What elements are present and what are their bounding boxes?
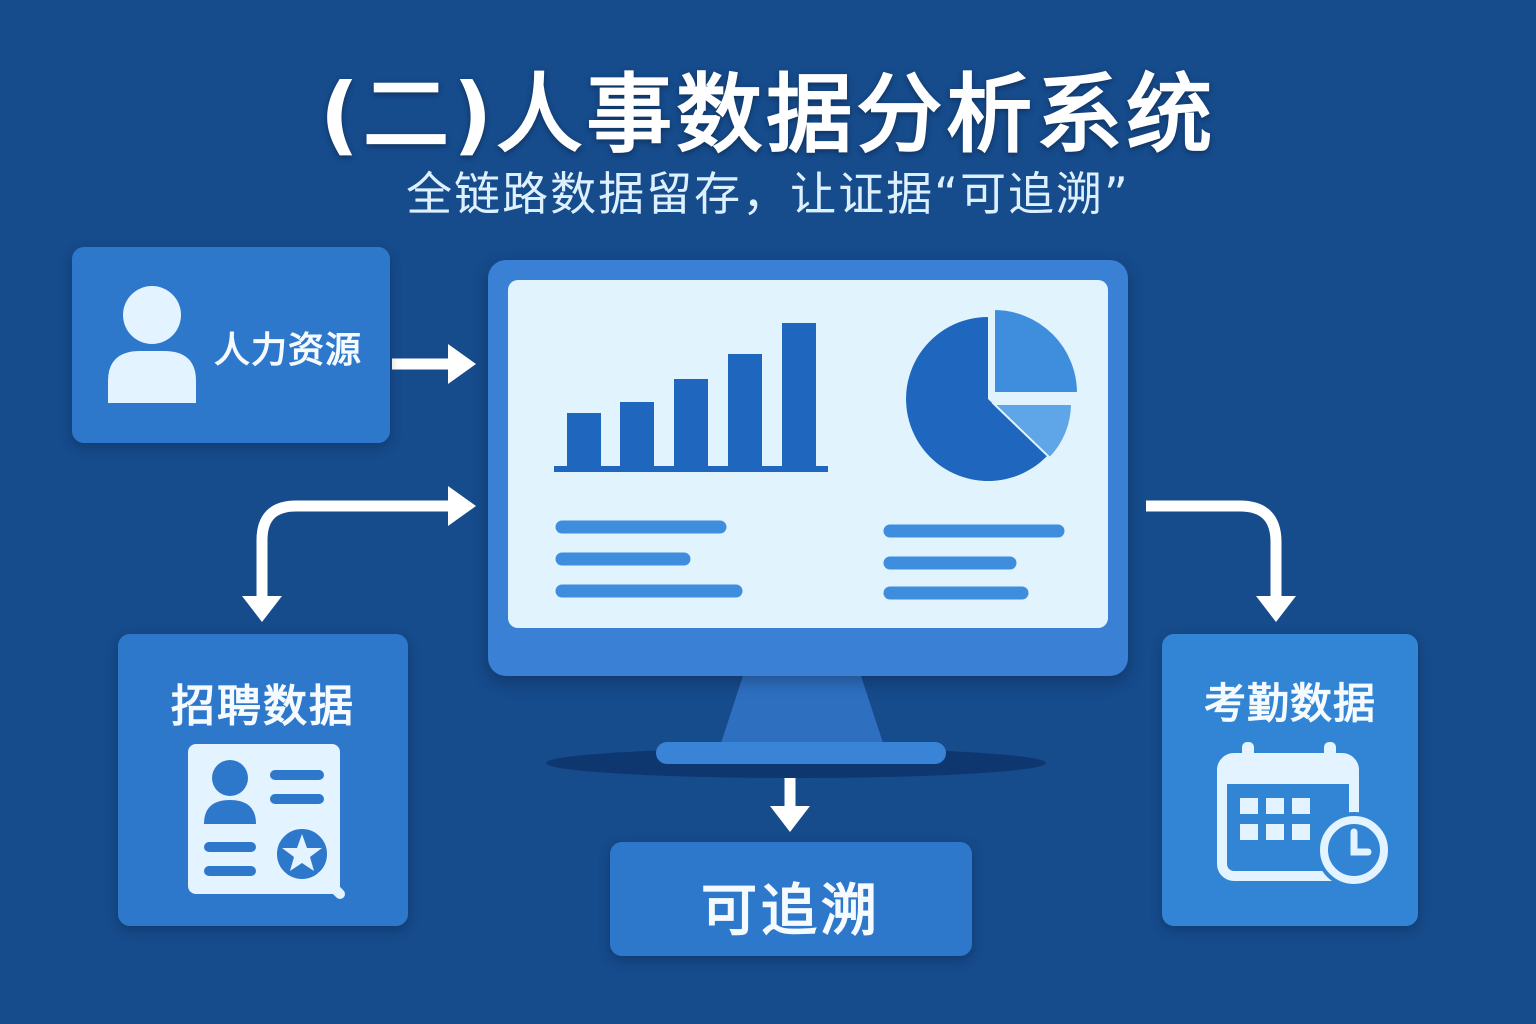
- page-title: (二)人事数据分析系统: [319, 65, 1217, 165]
- traceable-label: 可追溯: [701, 879, 881, 944]
- arrow-dashboard-to-recruitment: [256, 500, 456, 598]
- bar-1: [567, 413, 601, 469]
- resume-search-icon: [188, 744, 345, 899]
- calendar-clock-icon: [1217, 742, 1392, 888]
- attendance-box: 考勤数据: [1162, 634, 1418, 926]
- monitor-stand-neck: [720, 676, 884, 746]
- pie-slice-small: [991, 403, 1074, 460]
- page-subtitle: 全链路数据留存，让证据“可追溯”: [406, 167, 1130, 221]
- attendance-label: 考勤数据: [1203, 679, 1376, 728]
- hr-label: 人力资源: [214, 330, 363, 371]
- arrow-dashboard-to-attendance: [1146, 500, 1282, 598]
- pie-slice-top: [993, 307, 1080, 394]
- bar-2: [620, 402, 654, 469]
- bar-4: [728, 354, 762, 469]
- chart-baseline: [554, 466, 828, 472]
- recruitment-label: 招聘数据: [171, 681, 355, 732]
- person-icon: [108, 286, 196, 403]
- pie-slice-main: [906, 317, 1047, 481]
- bar-5: [782, 323, 816, 469]
- hr-box: 人力资源: [72, 247, 390, 443]
- bar-3: [674, 379, 708, 469]
- monitor-stand-base: [656, 742, 946, 764]
- recruitment-box: 招聘数据: [118, 634, 408, 926]
- traceable-box: 可追溯: [610, 842, 972, 956]
